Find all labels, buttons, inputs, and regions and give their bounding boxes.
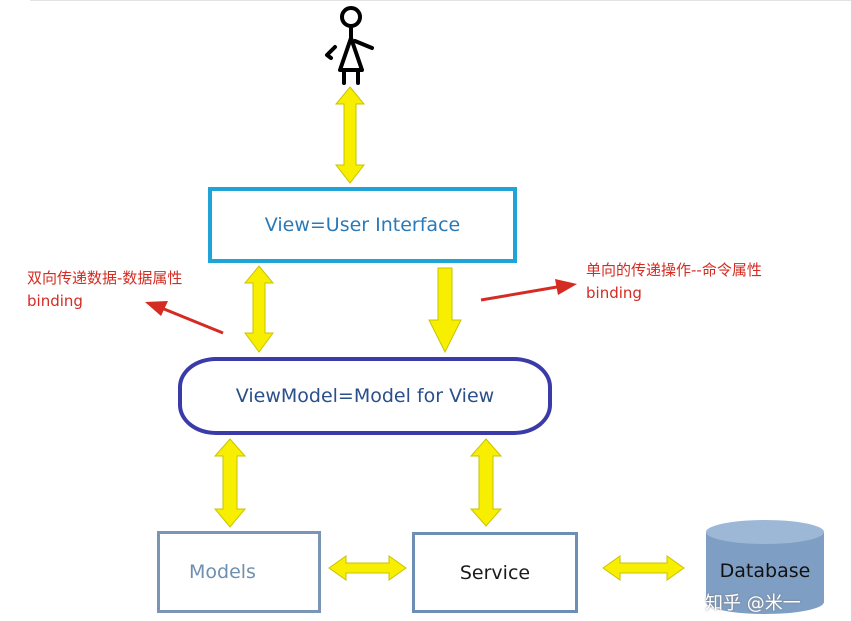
user-stick-figure-icon — [325, 6, 374, 85]
service-box: Service — [412, 532, 578, 613]
user-dress — [338, 36, 364, 72]
viewmodel-models-double-arrow — [213, 438, 247, 528]
view-user-interface-box: View=User Interface — [208, 187, 517, 263]
two-way-binding-note: 双向传递数据-数据属性 binding — [27, 267, 182, 313]
models-box: Models — [157, 531, 321, 613]
user-view-double-arrow — [334, 86, 366, 184]
service-box-label: Service — [459, 561, 531, 584]
user-left-arm — [325, 45, 337, 60]
database-label: Database — [719, 560, 811, 582]
one-way-binding-note: 单向的传递操作--命令属性 binding — [586, 259, 762, 305]
service-database-double-arrow — [602, 555, 685, 581]
view-viewmodel-one-way-arrow — [428, 267, 462, 354]
viewmodel-service-double-arrow — [469, 438, 503, 527]
one-way-binding-note-line2: binding — [586, 284, 642, 302]
view-viewmodel-two-way-arrow — [243, 265, 275, 353]
two-way-binding-note-line2: binding — [27, 292, 83, 310]
viewmodel-box-label: ViewModel=Model for View — [235, 385, 495, 407]
top-divider — [30, 0, 851, 1]
right-note-pointer-arrow — [480, 279, 577, 302]
user-right-arm — [353, 39, 374, 50]
view-box-label: View=User Interface — [264, 214, 461, 236]
database-cylinder-icon — [706, 520, 824, 614]
left-note-pointer-arrow — [145, 301, 224, 335]
user-head — [340, 6, 362, 28]
models-box-label: Models — [189, 561, 256, 583]
two-way-binding-note-line1: 双向传递数据-数据属性 — [27, 269, 183, 287]
watermark: 知乎 @米一 — [705, 593, 801, 614]
models-service-double-arrow — [328, 555, 407, 581]
one-way-binding-note-line1: 单向的传递操作--命令属性 — [586, 261, 762, 279]
viewmodel-box: ViewModel=Model for View — [178, 357, 552, 435]
